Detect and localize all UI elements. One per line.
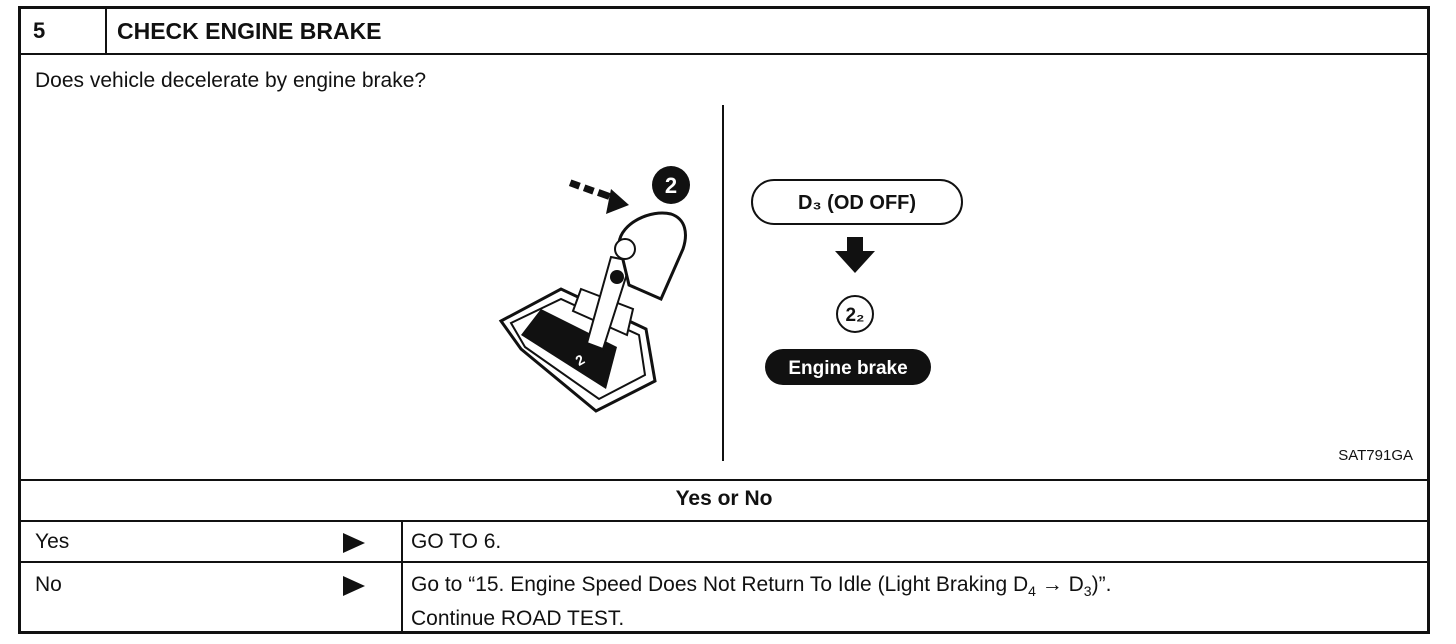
down-arrow-icon [835, 237, 875, 273]
table-row-divider [21, 561, 1427, 563]
shift-lever-icon [585, 211, 687, 351]
diagnostic-step-frame: 5 CHECK ENGINE BRAKE Does vehicle decele… [18, 6, 1430, 634]
answer-no: No [35, 573, 62, 596]
engine-brake-label: Engine brake [788, 358, 907, 379]
yes-no-heading: Yes or No [675, 487, 773, 510]
gate-position-label: 2 [573, 351, 588, 369]
mode-box [751, 179, 963, 225]
engine-brake-pill [765, 349, 931, 385]
shift-gate-icon [498, 287, 657, 413]
step-header: 5 CHECK ENGINE BRAKE [21, 9, 1427, 55]
right-triangle-icon [343, 533, 365, 553]
check-question: Does vehicle decelerate by engine brake? [35, 69, 427, 92]
step-title: CHECK ENGINE BRAKE [117, 18, 382, 44]
action-no-arrow: → D [1035, 573, 1084, 596]
action-no-suffix: )”. [1091, 573, 1112, 596]
shift-position-badge [652, 166, 690, 204]
action-no-prefix: Go to “15. Engine Speed Does Not Return … [411, 573, 1029, 596]
shift-badge-text: 2 [665, 173, 677, 198]
gear-result-label: 2₂ [845, 305, 864, 326]
mode-label: D₃ (OD OFF) [798, 192, 916, 214]
gear-result-circle [836, 295, 874, 333]
figure-code: SAT791GA [1338, 447, 1413, 464]
action-no-sub-4: 4 [1028, 583, 1036, 600]
action-no: Go to “15. Engine Speed Does Not Return … [411, 571, 1111, 633]
action-no-line2: Continue ROAD TEST. [411, 607, 625, 631]
table-top-divider [21, 479, 1427, 481]
step-number: 5 [21, 9, 107, 53]
answer-yes: Yes [35, 530, 70, 553]
action-no-sub-3: 3 [1083, 583, 1092, 600]
table-header-divider [21, 520, 1427, 522]
action-yes: GO TO 6. [411, 530, 502, 553]
table-column-divider [401, 520, 403, 634]
motion-arrow-icon [568, 179, 629, 214]
right-triangle-icon [343, 576, 365, 596]
